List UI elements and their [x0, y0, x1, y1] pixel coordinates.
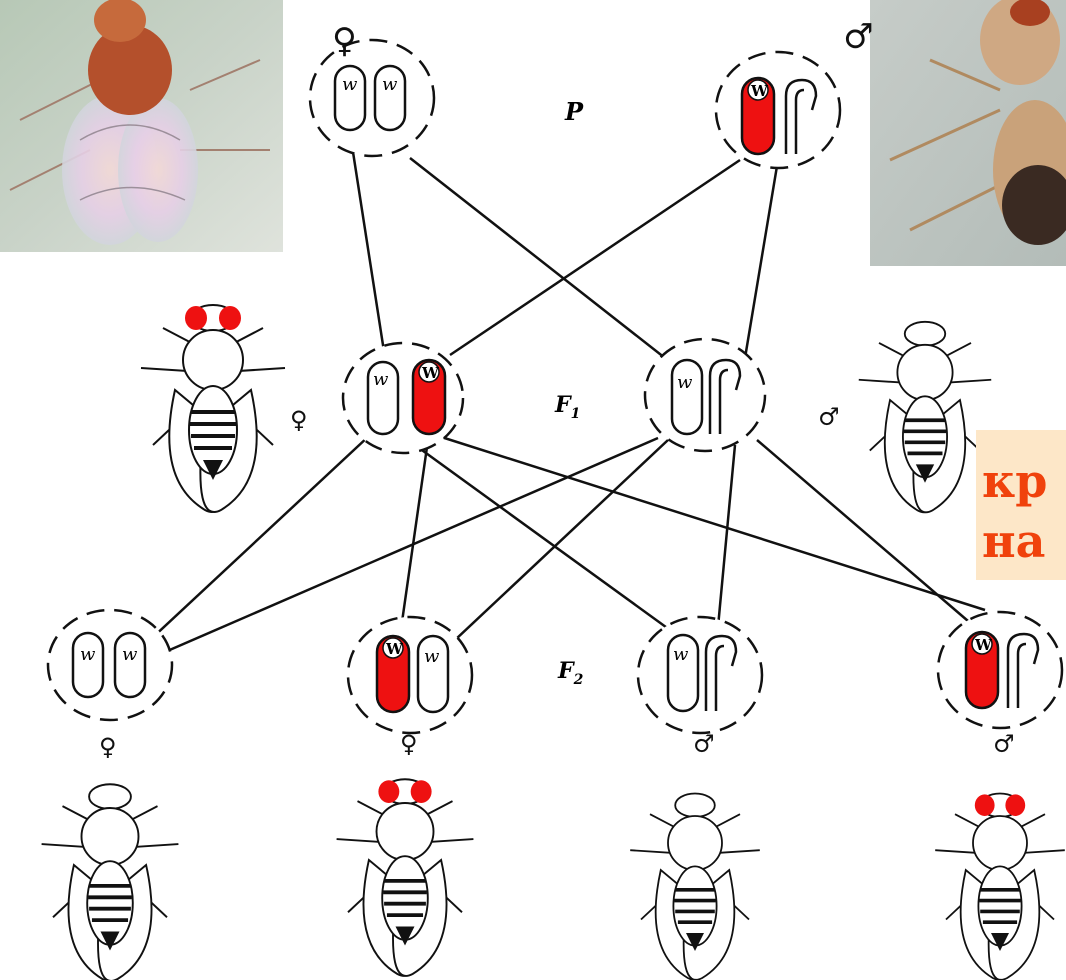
label-f2: F2 [557, 658, 584, 688]
fly-f2-male-1-icon [630, 794, 760, 980]
allele-W: W [385, 640, 404, 658]
allele-W: W [974, 636, 993, 654]
side-callout: кр на [976, 430, 1066, 580]
allele-W: W [750, 82, 769, 100]
male-symbol-icon: ♂ [843, 17, 873, 57]
male-symbol-icon: ♂ [693, 730, 715, 758]
genotype-f1-male: w [645, 339, 765, 451]
allele-w: w [80, 644, 96, 665]
fly-f2-female-2-icon [337, 779, 474, 976]
allele-w: w [677, 372, 693, 393]
female-symbol-icon: ♀ [400, 730, 418, 758]
female-symbol-icon: ♀ [99, 733, 117, 761]
label-f1: F1 [554, 392, 580, 422]
genotype-p-female: w w [310, 40, 434, 156]
allele-W: W [421, 364, 440, 382]
genotype-f2-male-1: w [638, 617, 762, 733]
genotype-f2-female-2: W w [348, 617, 472, 733]
fly-f1-male-icon [859, 322, 991, 512]
genotype-f2-male-2: W [938, 612, 1062, 728]
fly-f2-female-1-icon [42, 784, 179, 980]
allele-w: w [373, 369, 389, 390]
female-symbol-icon: ♀ [332, 21, 357, 61]
f1-to-f2-lines [150, 435, 985, 652]
genotype-f2-female-1: w w [48, 610, 172, 720]
fly-f1-female-icon [141, 305, 285, 512]
label-p: P [564, 97, 584, 126]
allele-w: w [424, 646, 440, 667]
allele-w: w [122, 644, 138, 665]
female-symbol-icon: ♀ [290, 406, 308, 434]
allele-w: w [673, 644, 689, 665]
allele-w: w [342, 74, 358, 95]
fly-f2-male-2-icon [935, 794, 1065, 980]
p-to-f1-lines [353, 152, 778, 358]
callout-line-1: кр [982, 454, 1047, 508]
genotype-f1-female: W w [343, 343, 463, 453]
male-symbol-icon: ♂ [818, 403, 840, 431]
allele-w: w [382, 74, 398, 95]
genotype-p-male: W [716, 52, 840, 168]
callout-line-2: на [982, 514, 1045, 568]
male-symbol-icon: ♂ [993, 730, 1015, 758]
